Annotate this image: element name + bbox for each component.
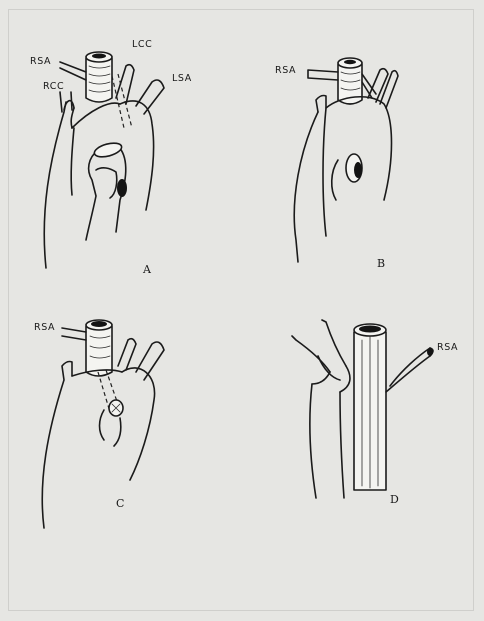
panel-c-aorta bbox=[42, 362, 154, 529]
panel-c-rsa-branch bbox=[62, 328, 86, 340]
panel-a-trachea bbox=[86, 52, 112, 102]
label-a-lsa: LSA bbox=[172, 73, 192, 84]
label-c-rsa: RSA bbox=[34, 322, 55, 333]
panel-a-lsa-branch bbox=[136, 80, 164, 114]
panel-d bbox=[292, 320, 433, 498]
panel-a-aorta bbox=[44, 101, 153, 268]
panel-d-letter: D bbox=[390, 493, 399, 506]
panel-a-letter: A bbox=[142, 263, 152, 276]
panel-b-letter: B bbox=[377, 257, 385, 270]
panel-b bbox=[294, 58, 398, 262]
label-a-rcc: RCC bbox=[43, 81, 64, 92]
panel-c bbox=[42, 320, 164, 528]
label-b-rsa: RSA bbox=[275, 65, 296, 76]
panel-b-rsa-branch bbox=[308, 70, 338, 80]
panel-c-trachea bbox=[86, 320, 112, 376]
panel-a-lcc-branch bbox=[116, 65, 134, 104]
panel-a-rsa-branch bbox=[60, 62, 86, 80]
panel-c-letter: C bbox=[116, 497, 124, 510]
label-a-lcc: LCC bbox=[132, 39, 152, 50]
panel-b-aorta bbox=[294, 97, 391, 262]
panel-d-trachea bbox=[354, 324, 386, 490]
label-a-rsa: RSA bbox=[30, 56, 51, 67]
label-d-rsa: RSA bbox=[437, 342, 458, 353]
